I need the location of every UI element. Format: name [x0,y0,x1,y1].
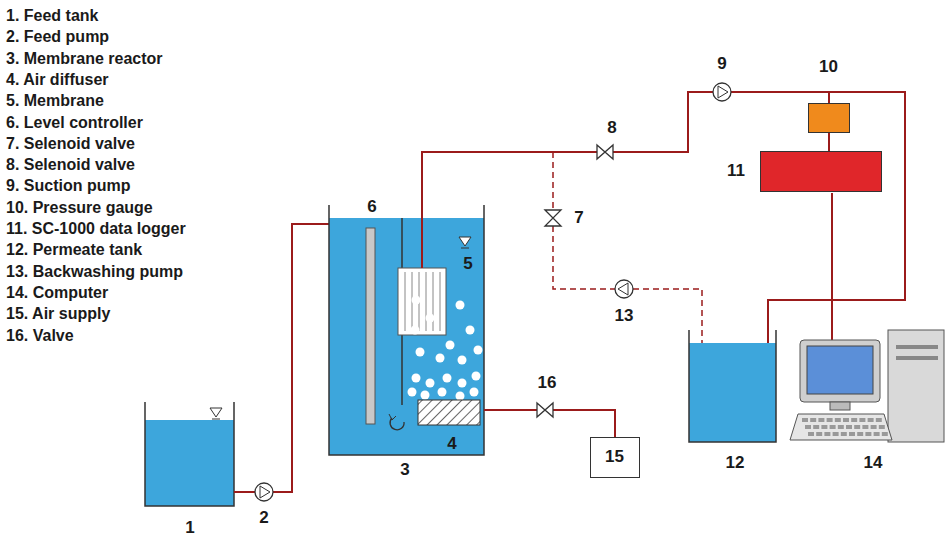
callout-number: 5 [463,254,472,274]
legend-list-item: 14. Computer [6,283,108,303]
data-logger-box: 11 [760,151,882,192]
legend-list-item: 10. Pressure gauge [6,198,153,218]
callout-number: 9 [717,54,726,74]
legend-list-item: 1. Feed tank [6,6,98,26]
callout-number: 16 [538,373,557,393]
signal-line [828,133,830,151]
legend-list-item: 12. Permeate tank [6,240,142,260]
legend-list-item: 15. Air supply [6,304,110,324]
legend-list-item: 13. Backwashing pump [6,262,183,282]
callout-number: 3 [400,460,409,480]
callout-number: 10 [819,57,838,77]
callout-number: 15 [605,447,624,467]
air-supply-box: 15 [590,437,640,478]
legend-list-item: 8. Selenoid valve [6,155,135,175]
legend-list-item: 4. Air diffuser [6,70,109,90]
legend-list-item: 7. Selenoid valve [6,134,135,154]
callout-number: 8 [607,118,616,138]
callout-number: 14 [864,453,883,473]
legend-list-item: 6. Level controller [6,113,143,133]
callout-number: 13 [615,306,634,326]
legend-list-item: 3. Membrane reactor [6,49,163,69]
callout-number: 4 [447,434,456,454]
callout-number: 1 [185,518,194,538]
pressure-gauge-box: 10 [808,103,850,133]
callout-number: 7 [574,208,583,228]
callout-number: 12 [726,453,745,473]
legend-list-item: 9. Suction pump [6,176,130,196]
legend-list-item: 16. Valve [6,326,74,346]
legend-list-item: 2. Feed pump [6,27,109,47]
legend-list-item: 11. SC-1000 data logger [6,219,186,239]
callout-number: 2 [259,508,268,528]
callout-number: 11 [727,161,745,181]
callout-number: 6 [367,197,376,217]
legend-list-item: 5. Membrane [6,91,104,111]
